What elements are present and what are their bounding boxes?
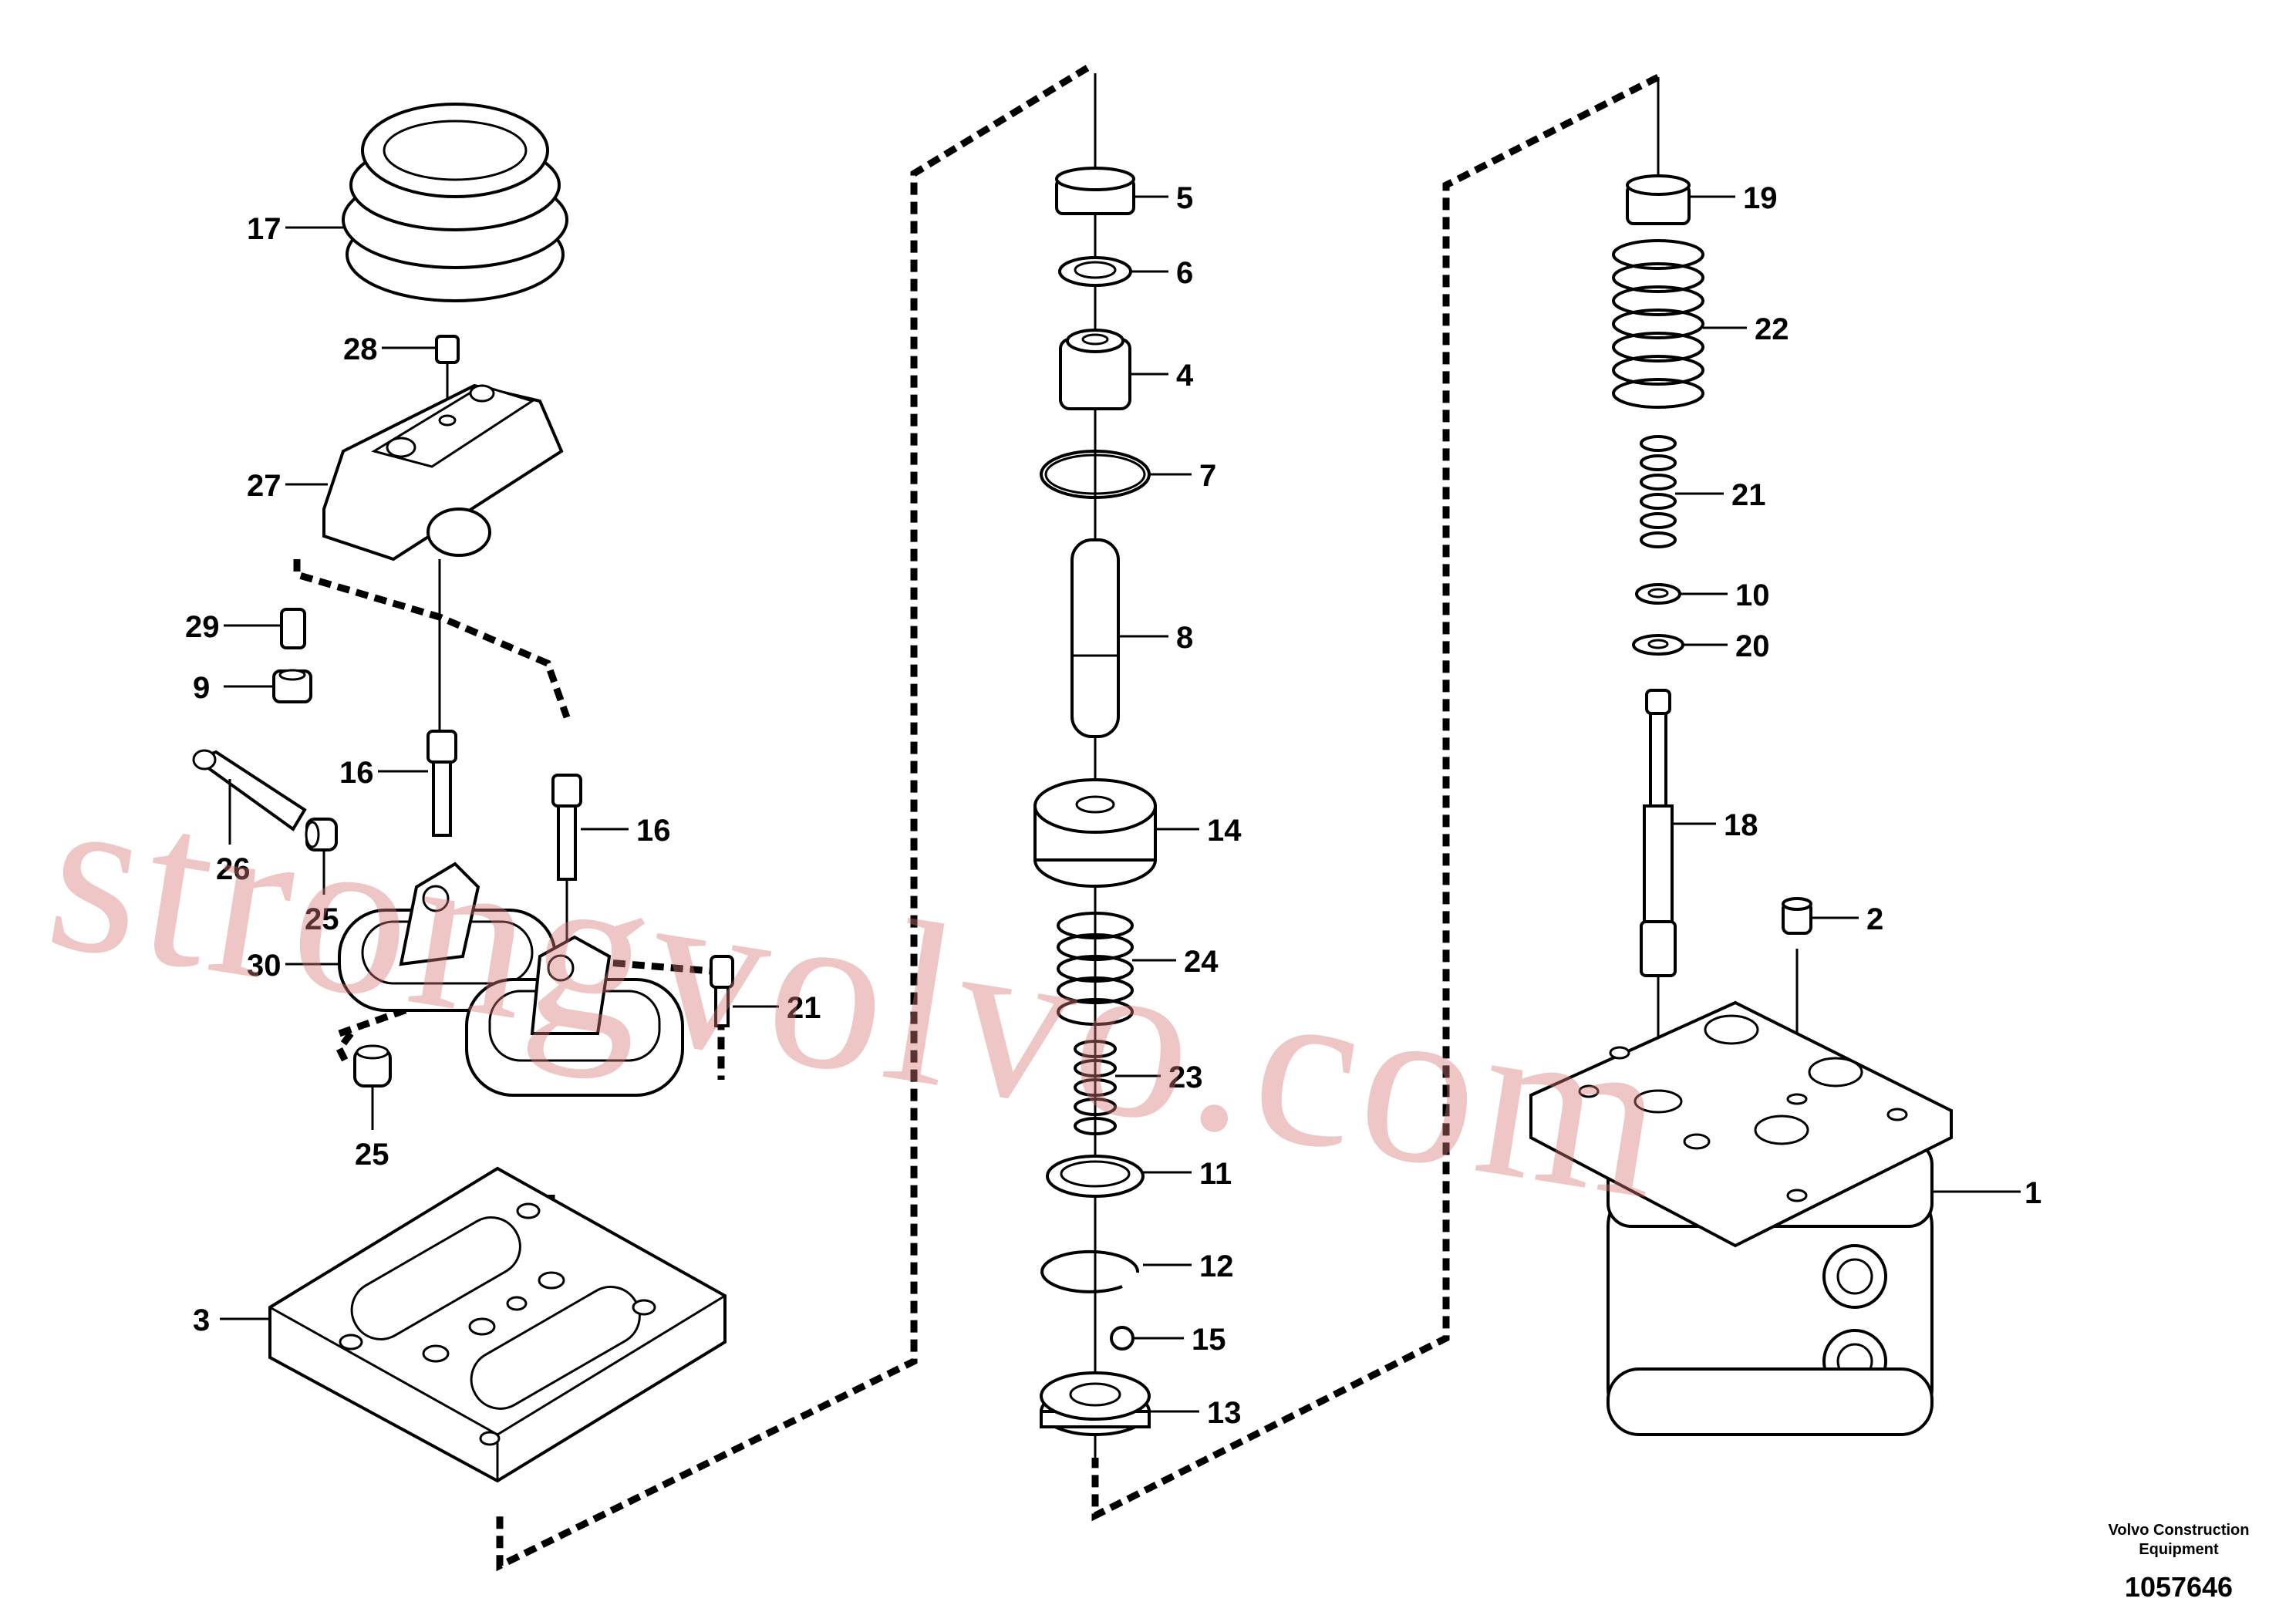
inner-spring xyxy=(1074,1040,1117,1135)
snap-ring xyxy=(1040,1249,1140,1293)
callout-25-lower: 25 xyxy=(355,1138,389,1172)
callout-9: 9 xyxy=(193,671,210,705)
spool xyxy=(1070,538,1120,738)
adjust-screw xyxy=(710,955,734,1027)
bellows-boot xyxy=(342,103,568,302)
callout-3: 3 xyxy=(193,1303,210,1337)
leader-lines xyxy=(220,195,2021,1413)
grub-pin xyxy=(280,608,306,649)
callout-10: 10 xyxy=(1735,578,1770,612)
callout-12: 12 xyxy=(1199,1249,1234,1283)
cap xyxy=(1055,167,1135,215)
watermark-text: strongvolvo.com xyxy=(34,740,1685,1248)
callout-25-upper: 25 xyxy=(305,902,339,936)
callout-21-left: 21 xyxy=(787,991,821,1025)
callout-11: 11 xyxy=(1199,1157,1232,1191)
right-stack xyxy=(1529,174,1953,1436)
plug xyxy=(1059,329,1131,410)
yoke-plate-right xyxy=(465,935,684,1097)
spring-pin xyxy=(192,749,307,831)
callout-23: 23 xyxy=(1168,1061,1203,1094)
callout-7: 7 xyxy=(1199,459,1216,493)
callout-30: 30 xyxy=(247,949,282,983)
spring-seat xyxy=(1033,778,1157,888)
flat-washer xyxy=(1632,634,1684,656)
return-spring xyxy=(1057,912,1134,1026)
callout-1: 1 xyxy=(2025,1176,2041,1210)
seal-ring xyxy=(1058,256,1132,287)
callout-6: 6 xyxy=(1176,256,1193,290)
valve-body xyxy=(1529,1000,1953,1436)
washer-ring xyxy=(1046,1155,1145,1198)
callout-8: 8 xyxy=(1176,621,1193,655)
callout-26: 26 xyxy=(216,852,251,886)
set-screw xyxy=(435,335,460,364)
main-spring xyxy=(1612,239,1704,409)
retaining-clip xyxy=(1635,583,1681,605)
cap-screw-right xyxy=(551,774,582,881)
push-rod xyxy=(1640,689,1677,977)
callout-28: 28 xyxy=(343,332,378,366)
drawing-number: 1057646 xyxy=(2125,1571,2233,1603)
retainer xyxy=(1040,1371,1151,1436)
secondary-spring xyxy=(1640,435,1677,548)
callout-22: 22 xyxy=(1755,312,1789,346)
check-ball xyxy=(1110,1326,1135,1351)
callout-13: 13 xyxy=(1207,1396,1242,1430)
callout-2: 2 xyxy=(1866,902,1883,936)
left-assembly xyxy=(192,103,734,1483)
drawing-footer: Volvo Construction Equipment 1057646 xyxy=(2109,1522,2250,1603)
upper-cap xyxy=(1626,174,1691,225)
small-plug xyxy=(1782,897,1812,935)
callout-16-right: 16 xyxy=(636,814,671,848)
callout-21-right: 21 xyxy=(1731,478,1766,512)
center-stack xyxy=(1033,167,1157,1436)
lever-block xyxy=(322,383,564,561)
bushing-lower xyxy=(353,1044,392,1088)
bushing-upper xyxy=(305,818,338,851)
callout-14: 14 xyxy=(1207,814,1242,848)
callout-5: 5 xyxy=(1176,181,1193,215)
callout-17: 17 xyxy=(247,212,282,246)
brand-line-1: Volvo Construction xyxy=(2109,1522,2250,1539)
callout-20: 20 xyxy=(1735,629,1770,663)
cap-screw-left xyxy=(426,730,457,837)
callout-19: 19 xyxy=(1743,181,1778,215)
callout-18: 18 xyxy=(1724,808,1758,842)
brand-line-2: Equipment xyxy=(2139,1541,2219,1558)
callout-29: 29 xyxy=(185,610,220,644)
callout-24: 24 xyxy=(1184,945,1219,979)
callout-15: 15 xyxy=(1192,1323,1226,1357)
callout-4: 4 xyxy=(1176,359,1194,393)
callout-16-left: 16 xyxy=(339,756,374,790)
base-plate xyxy=(268,1166,727,1483)
callout-numbers: 1 2 3 4 5 6 7 8 9 10 11 12 13 14 15 16 1… xyxy=(185,181,2041,1430)
callout-27: 27 xyxy=(247,469,282,503)
nut xyxy=(272,669,312,703)
